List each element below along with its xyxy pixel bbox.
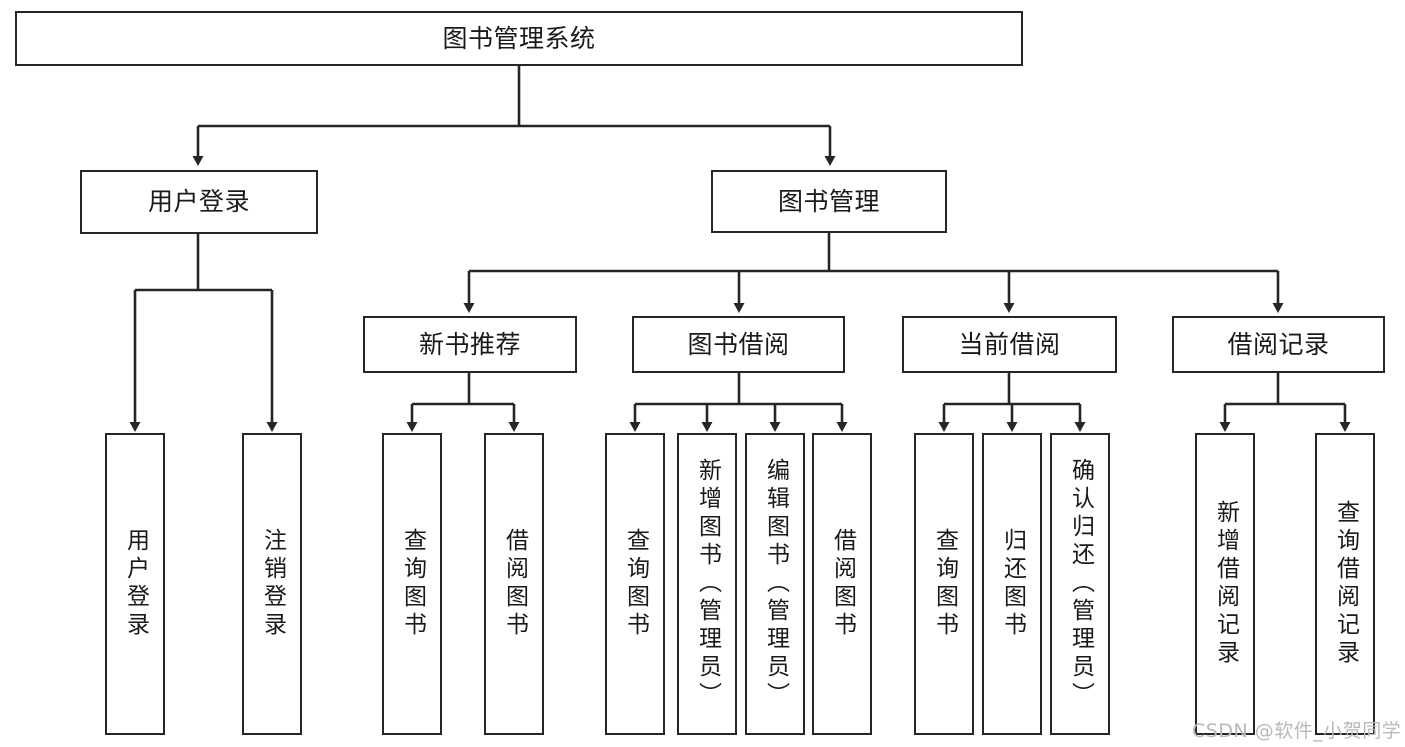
node-label: 借阅记录 xyxy=(1227,329,1330,359)
node-label: 图书借阅 xyxy=(687,329,790,359)
leaf-edit-book-admin[interactable]: 编辑图书（管理员） xyxy=(745,433,805,735)
node-label: 当前借阅 xyxy=(958,329,1061,359)
leaf-query-borrow-record[interactable]: 查询借阅记录 xyxy=(1315,433,1375,735)
node-label: 图书管理系统 xyxy=(442,23,596,53)
node-label: 新增图书（管理员） xyxy=(694,458,721,710)
node-current-borrow[interactable]: 当前借阅 xyxy=(902,316,1117,373)
node-borrow-record[interactable]: 借阅记录 xyxy=(1172,316,1385,373)
node-label: 查询借阅记录 xyxy=(1332,500,1359,668)
leaf-query-book-borrow[interactable]: 查询图书 xyxy=(605,433,665,735)
leaf-confirm-return-admin[interactable]: 确认归还（管理员） xyxy=(1050,433,1110,735)
node-label: 查询图书 xyxy=(399,528,426,640)
leaf-borrow-book[interactable]: 借阅图书 xyxy=(812,433,872,735)
csdn-watermark: CSDN @软件_小贺同学 xyxy=(1192,720,1402,742)
node-user-login[interactable]: 用户登录 xyxy=(80,170,318,234)
leaf-logout[interactable]: 注销登录 xyxy=(242,433,302,735)
node-label: 新书推荐 xyxy=(418,329,521,359)
node-label: 确认归还（管理员） xyxy=(1067,458,1094,710)
node-label: 用户登录 xyxy=(147,187,250,217)
node-label: 注销登录 xyxy=(259,528,286,640)
node-new-book-recommend[interactable]: 新书推荐 xyxy=(363,316,577,373)
leaf-borrow-book-recommend[interactable]: 借阅图书 xyxy=(484,433,544,735)
leaf-query-book-recommend[interactable]: 查询图书 xyxy=(382,433,442,735)
node-root-system[interactable]: 图书管理系统 xyxy=(15,11,1023,66)
node-book-borrow[interactable]: 图书借阅 xyxy=(632,316,845,373)
leaf-add-borrow-record[interactable]: 新增借阅记录 xyxy=(1195,433,1255,735)
leaf-user-login[interactable]: 用户登录 xyxy=(105,433,165,735)
leaf-add-book-admin[interactable]: 新增图书（管理员） xyxy=(677,433,737,735)
leaf-query-book-current[interactable]: 查询图书 xyxy=(914,433,974,735)
leaf-return-book[interactable]: 归还图书 xyxy=(982,433,1042,735)
node-label: 查询图书 xyxy=(931,528,958,640)
node-label: 新增借阅记录 xyxy=(1212,500,1239,668)
node-label: 借阅图书 xyxy=(501,528,528,640)
node-label: 用户登录 xyxy=(122,528,149,640)
node-book-management[interactable]: 图书管理 xyxy=(711,170,947,233)
node-label: 编辑图书（管理员） xyxy=(762,458,789,710)
node-label: 归还图书 xyxy=(999,528,1026,640)
node-label: 借阅图书 xyxy=(829,528,856,640)
node-label: 查询图书 xyxy=(622,528,649,640)
node-label: 图书管理 xyxy=(777,186,880,216)
